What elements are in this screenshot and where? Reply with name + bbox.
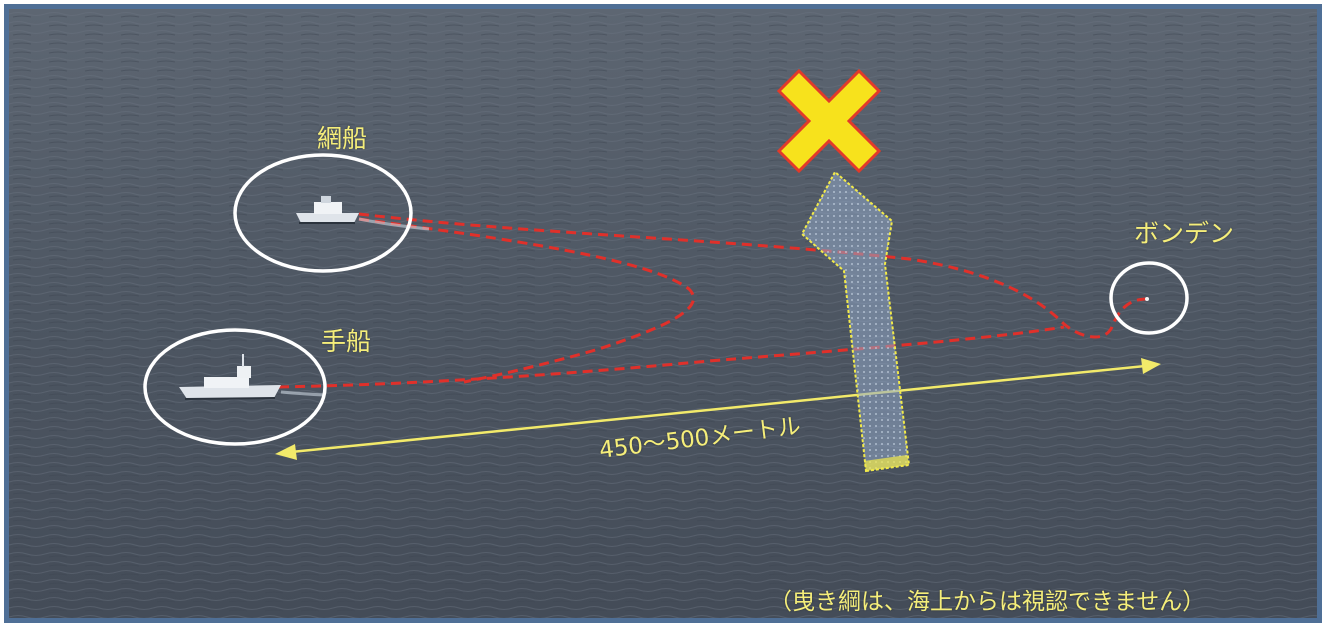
sea-photo bbox=[9, 9, 1317, 618]
net-boat-circle bbox=[233, 153, 413, 273]
hand-boat-circle bbox=[143, 328, 327, 446]
hand-boat-label: 手船 bbox=[321, 327, 372, 356]
buoy-label: ボンデン bbox=[1134, 219, 1235, 248]
sea-waves bbox=[9, 9, 1317, 618]
buoy-marker bbox=[1145, 297, 1149, 301]
distance-arrow bbox=[275, 358, 1161, 460]
buoy-circle bbox=[1109, 261, 1189, 335]
rope-lines bbox=[278, 212, 1148, 389]
hand-boat bbox=[179, 354, 325, 400]
x-mark-icon bbox=[776, 68, 882, 174]
photo-frame: 網船 手船 ボンデン 450〜500メートル （曳き綱は、海上からは視認できませ… bbox=[4, 4, 1322, 623]
caption-note: （曳き綱は、海上からは視認できません） bbox=[769, 589, 1206, 615]
net-boat-label: 網船 bbox=[317, 124, 368, 153]
rope-line-lower bbox=[278, 325, 1065, 389]
up-arrow-icon bbox=[800, 170, 911, 473]
rope-line-upper bbox=[358, 212, 1148, 339]
net-boat bbox=[296, 196, 430, 231]
rope-line-loop bbox=[358, 217, 695, 384]
